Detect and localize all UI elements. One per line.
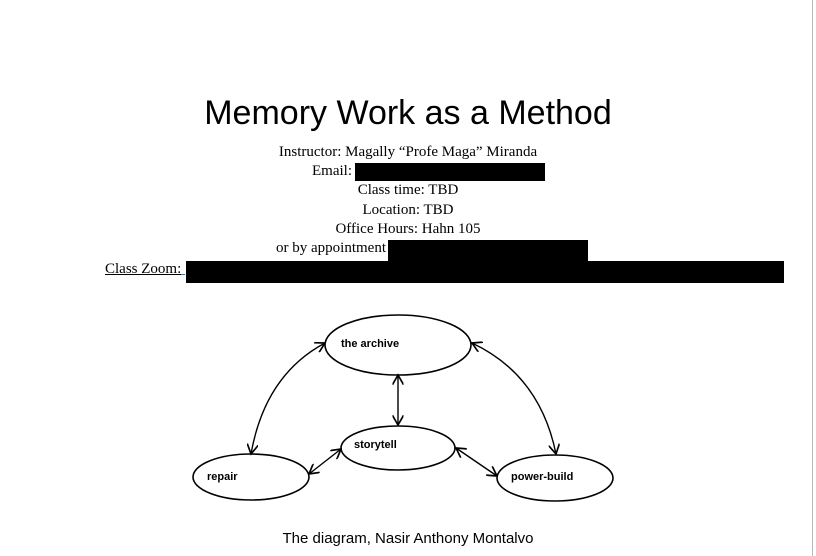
- redacted-zoom-link: [186, 261, 784, 283]
- page-edge: [812, 0, 813, 556]
- appointment-line: or by appointment: [276, 240, 588, 262]
- label-archive: the archive: [341, 338, 399, 350]
- zoom-link-label[interactable]: Class Zoom:: [105, 261, 182, 277]
- label-repair: repair: [207, 471, 238, 483]
- label-power-build: power-build: [511, 471, 573, 483]
- diagram-caption: The diagram, Nasir Anthony Montalvo: [282, 530, 534, 547]
- zoom-line: Class Zoom:: [105, 261, 185, 278]
- instructor-line: Instructor: Magally “Profe Maga” Miranda: [278, 144, 538, 160]
- edge-storytell-repair: [309, 449, 341, 474]
- edge-storytell-power: [456, 448, 497, 476]
- document-title: Memory Work as a Method: [204, 94, 612, 132]
- edge-archive-power: [472, 343, 556, 454]
- email-label: Email:: [312, 163, 352, 179]
- office-hours: Office Hours: Hahn 105: [335, 221, 481, 237]
- email-line: Email:: [312, 163, 545, 181]
- appointment-text: or by appointment: [276, 240, 386, 256]
- redacted-appointment: [387, 240, 588, 262]
- class-time: Class time: TBD: [357, 182, 459, 198]
- label-storytell: storytell: [354, 439, 397, 451]
- redacted-email: [355, 163, 545, 181]
- edge-archive-repair: [251, 343, 325, 454]
- location: Location: TBD: [362, 202, 454, 218]
